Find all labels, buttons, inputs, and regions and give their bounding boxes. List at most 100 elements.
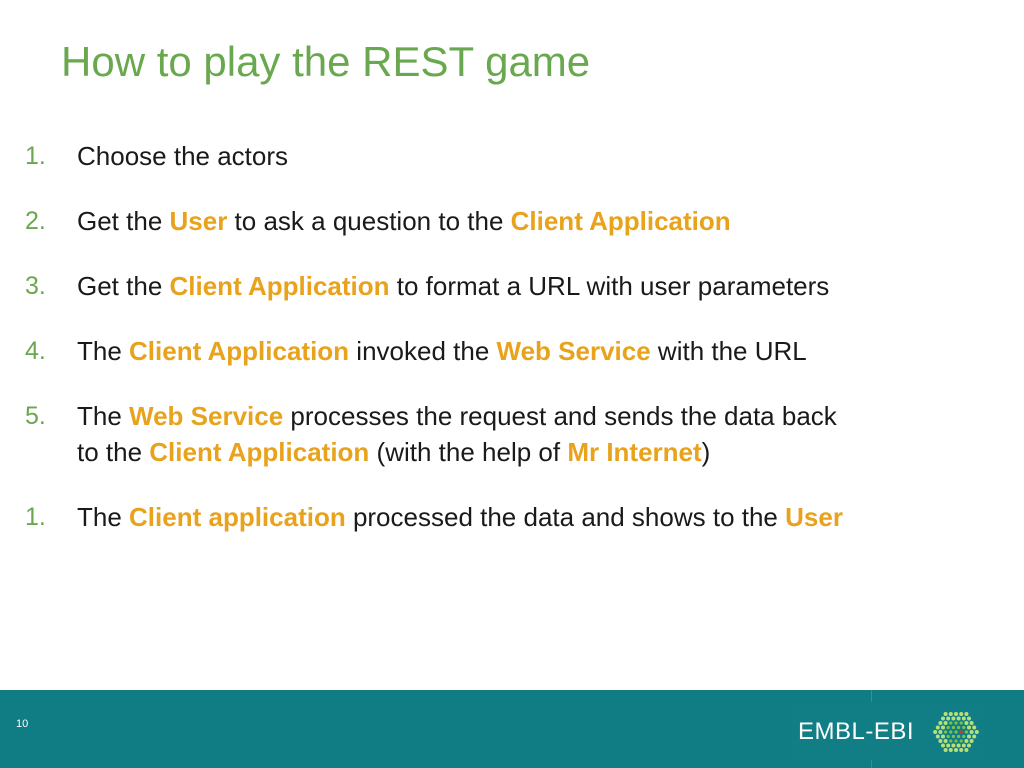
logo-dot bbox=[964, 748, 969, 753]
logo-dot bbox=[964, 720, 969, 725]
logo-dot bbox=[959, 748, 964, 753]
logo-text: EMBL-EBI bbox=[798, 718, 915, 745]
step-item: 1. Choose the actors bbox=[0, 138, 1024, 174]
highlight-term: Client Application bbox=[149, 437, 370, 467]
logo-dot bbox=[961, 743, 966, 748]
logo-dot bbox=[967, 716, 971, 721]
step-text-line: The Client Application invoked the Web S… bbox=[77, 333, 1016, 369]
step-number: 5. bbox=[25, 402, 46, 430]
logo-dot bbox=[961, 716, 966, 721]
step-text-segment: with the URL bbox=[650, 336, 807, 366]
logo-dot bbox=[956, 716, 961, 721]
step-item: 2.Get the User to ask a question to the … bbox=[0, 203, 1024, 239]
slide-title: How to play the REST game bbox=[61, 38, 591, 85]
logo-dot bbox=[964, 739, 969, 744]
step-number: 4. bbox=[25, 337, 46, 365]
step-text-line: Get the User to ask a question to the Cl… bbox=[77, 203, 1016, 239]
highlight-term: Client Application bbox=[169, 271, 390, 301]
logo-dot bbox=[943, 739, 948, 744]
logo-dot bbox=[969, 730, 974, 734]
logo-dot bbox=[941, 734, 945, 739]
logo-dot bbox=[967, 725, 971, 730]
logo-dot bbox=[941, 725, 945, 730]
logo-dot bbox=[941, 743, 945, 748]
logo-dot bbox=[941, 716, 945, 721]
logo-dot bbox=[933, 730, 938, 734]
logo-dot bbox=[943, 748, 948, 753]
highlight-term: Web Service bbox=[496, 336, 651, 366]
highlight-term: Client Application bbox=[510, 206, 731, 236]
logo-dot bbox=[959, 721, 963, 725]
step-text-segment: The bbox=[77, 502, 130, 532]
logo-dot bbox=[967, 743, 971, 748]
step-text-segment: (with the help of bbox=[369, 437, 568, 467]
logo-dot bbox=[957, 734, 961, 739]
logo-dot bbox=[972, 734, 977, 739]
step-text-line: The Web Service processes the request an… bbox=[77, 398, 1016, 434]
logo-dot bbox=[959, 730, 963, 734]
embl-ebi-logo: EMBL-EBI bbox=[792, 702, 984, 760]
logo-dot bbox=[948, 748, 953, 753]
logo-dot bbox=[946, 734, 950, 739]
step-text-segment: ) bbox=[701, 437, 711, 467]
logo-dot bbox=[964, 711, 969, 716]
logo-dot bbox=[938, 720, 943, 725]
step-text-segment: The bbox=[77, 401, 130, 431]
logo-dot bbox=[944, 730, 948, 734]
step-item: 4. The Client Application invoked the Web… bbox=[0, 333, 1024, 369]
logo-dot bbox=[951, 734, 955, 739]
step-text-segment: The bbox=[77, 336, 130, 366]
logo-dot bbox=[974, 730, 979, 734]
page-number: 10 bbox=[16, 718, 29, 730]
step-text-line: The Client application processed the dat… bbox=[77, 499, 1016, 535]
logo-dot bbox=[954, 730, 958, 734]
logo-dot bbox=[969, 720, 974, 725]
logo-dot bbox=[954, 748, 958, 753]
logo-dot bbox=[946, 716, 951, 721]
logo-dot bbox=[962, 734, 966, 739]
steps-list: 1. Choose the actors 2.Get the User to ask… bbox=[0, 138, 1024, 564]
logo-dot bbox=[972, 725, 977, 730]
logo-dot bbox=[938, 739, 943, 744]
highlight-term: User bbox=[785, 502, 843, 532]
step-text-line: to the Client Application (with the help… bbox=[77, 434, 1016, 470]
step-text-segment: Choose the actors bbox=[77, 141, 289, 171]
step-item: 5. The Web Service processes the request … bbox=[0, 398, 1024, 470]
step-text-segment: invoked the bbox=[349, 336, 497, 366]
highlight-term: User bbox=[169, 206, 228, 236]
logo-dot bbox=[938, 730, 943, 734]
logo-dot bbox=[959, 711, 964, 716]
logo-dot bbox=[954, 711, 958, 716]
logo-dot bbox=[951, 716, 956, 721]
step-text-segment: Get the bbox=[77, 271, 170, 301]
footer-bar: 10 EMBL-EBI bbox=[0, 690, 1024, 768]
logo-dot bbox=[957, 725, 961, 730]
step-item: 3. Get the Client Application to format a… bbox=[0, 268, 1024, 304]
step-text-segment: processed the data and shows to the bbox=[345, 502, 786, 532]
highlight-term: Client Application bbox=[129, 336, 350, 366]
logo-dot bbox=[946, 743, 951, 748]
logo-dot bbox=[951, 743, 956, 748]
logo-dot bbox=[943, 711, 948, 716]
logo-dot bbox=[949, 721, 953, 725]
step-number: 1. bbox=[25, 503, 46, 531]
step-text-line: Choose the actors bbox=[77, 138, 1016, 174]
logo-dot bbox=[954, 739, 958, 743]
embl-ebi-hexagon-dots-icon bbox=[933, 711, 979, 753]
logo-dot bbox=[949, 739, 953, 743]
step-number: 3. bbox=[25, 272, 46, 300]
highlight-term: Web Service bbox=[129, 401, 284, 431]
logo-dot bbox=[935, 734, 940, 739]
logo-dot bbox=[962, 725, 966, 730]
step-item: 1. The Client application processed the d… bbox=[0, 499, 1024, 535]
logo-dot bbox=[969, 739, 974, 744]
step-text-segment: to ask a question to the bbox=[227, 206, 511, 236]
step-number: 1. bbox=[25, 142, 46, 170]
logo-dot bbox=[949, 730, 953, 734]
step-text-segment: processes the request and sends the data… bbox=[283, 401, 837, 431]
step-text-line: Get the Client Application to format a U… bbox=[77, 268, 1016, 304]
logo-dot bbox=[935, 725, 940, 730]
logo-dot bbox=[943, 720, 948, 725]
logo-dot bbox=[967, 734, 971, 739]
step-text-segment: to the bbox=[77, 437, 150, 467]
